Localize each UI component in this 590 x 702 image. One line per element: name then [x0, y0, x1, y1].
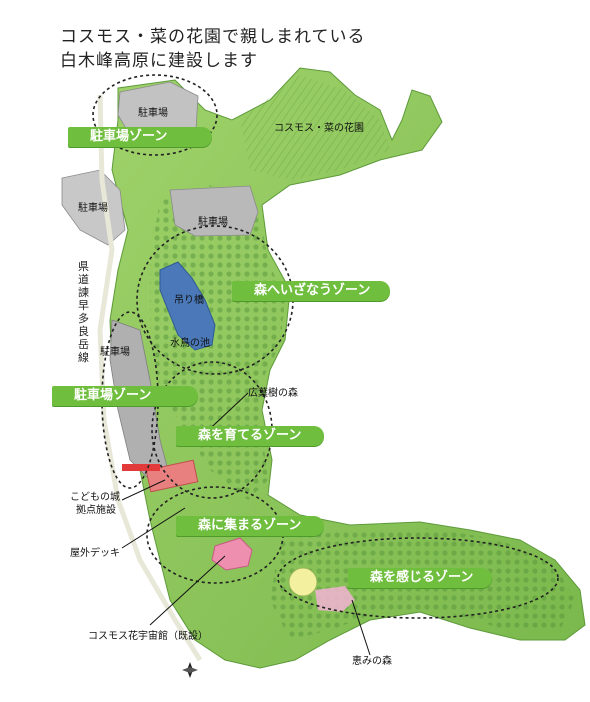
parking-center — [169, 185, 259, 237]
label-flower-garden: コスモス・菜の花園 — [274, 123, 364, 134]
label-parking-center: 駐車場 — [198, 217, 228, 228]
zone-label-parking-south: 駐車場ゾーン — [52, 386, 198, 406]
prefectural-road — [97, 94, 203, 662]
zone-label-forest-grow: 森を育てるゾーン — [176, 426, 324, 446]
label-broadleaf-forest: 広葉樹の森 — [248, 388, 298, 399]
title-line-2: 白木峰高原に建設します — [60, 51, 258, 71]
label-parking-left: 駐車場 — [78, 203, 108, 214]
label-prefectural-road: 県道諫早多良岳線 — [78, 260, 89, 364]
label-parking-mid: 駐車場 — [100, 347, 130, 358]
zone-label-forest-feel: 森を感じるゾーン — [348, 568, 492, 588]
forest-texture — [150, 185, 285, 500]
waterbird-pond — [159, 261, 216, 351]
label-waterbird-pond: 水鳥の池 — [170, 338, 210, 349]
flower-hall-garden — [315, 586, 355, 612]
label-kids-castle-1: こどもの城 — [70, 492, 120, 503]
zone-label-parking-north: 駐車場ゾーン — [68, 127, 212, 147]
label-blessing-forest: 恵みの森 — [352, 656, 392, 667]
meadow-circle — [288, 567, 318, 597]
label-cosmos-hall: コスモス花宇宙館（既設） — [88, 631, 208, 642]
zone-label-forest-invite: 森へいざなうゾーン — [232, 281, 390, 301]
zone-ring-forest-feel — [277, 537, 559, 619]
compass-north-icon — [182, 662, 198, 678]
flower-field-hatch — [240, 75, 390, 180]
leader-blessing — [351, 599, 371, 656]
label-parking-top: 駐車場 — [138, 108, 168, 119]
leader-deck — [121, 507, 186, 549]
kids-castle-sign — [122, 464, 160, 471]
leader-kids-castle — [121, 479, 166, 501]
cosmos-hall-building — [211, 537, 253, 571]
label-outdoor-deck: 屋外デッキ — [70, 548, 120, 559]
label-suspension-bridge: 吊り橋 — [174, 295, 204, 306]
leader-cosmos-hall — [149, 555, 226, 626]
label-kids-castle-2: 拠点施設 — [76, 505, 116, 516]
title-line-1: コスモス・菜の花園で親しまれている — [60, 27, 366, 47]
zone-label-forest-gather: 森に集まるゾーン — [176, 516, 324, 536]
zone-ring-parking-north — [92, 74, 218, 156]
